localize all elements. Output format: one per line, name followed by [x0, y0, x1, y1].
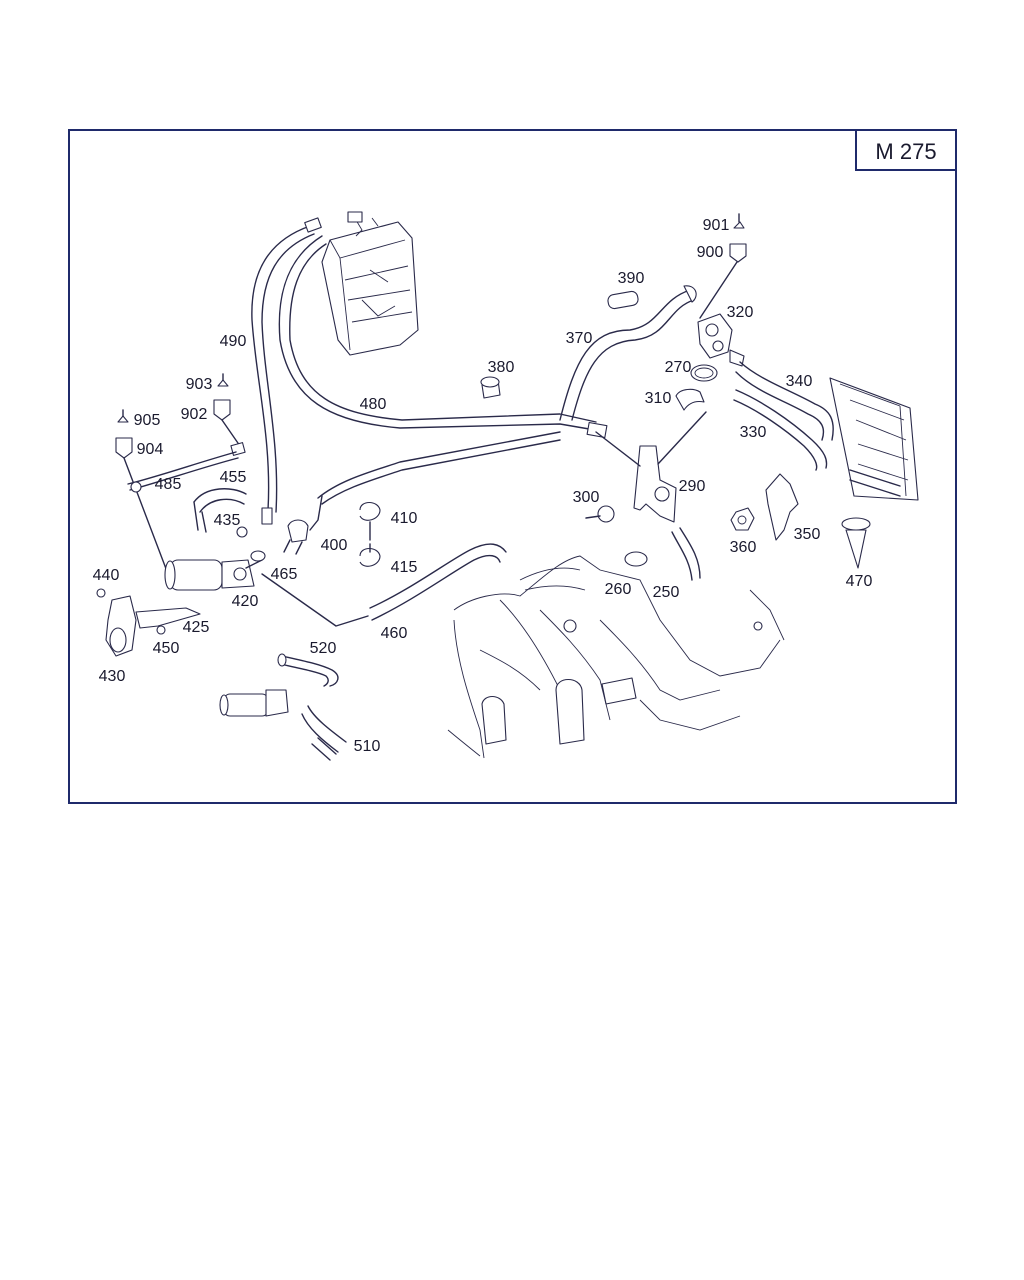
part-label: 310: [645, 390, 672, 407]
part-label: 340: [786, 373, 813, 390]
part-400-elbow: [283, 495, 323, 555]
part-430-bracket: [105, 595, 137, 657]
part-label: 390: [618, 270, 645, 287]
part-labels: 901 900 390 320 370 490 270 380 340 903 …: [93, 217, 873, 755]
part-label: 270: [665, 359, 692, 376]
part-410-clip: [359, 501, 381, 541]
part-label: 330: [740, 424, 767, 441]
part-label: 450: [153, 640, 180, 657]
symbol-904: [115, 437, 169, 575]
part-label: 260: [605, 581, 632, 598]
symbol-905: [117, 409, 129, 423]
hose-370-drawing: [559, 285, 697, 421]
part-label: 455: [220, 469, 247, 486]
hose-340-drawing: [735, 361, 834, 441]
part-450-screw: [156, 625, 166, 635]
part-label: 510: [354, 738, 381, 755]
part-380-plug: [480, 376, 501, 399]
part-465-clamp: [250, 550, 266, 562]
part-260-clamp: [624, 551, 648, 567]
part-470-grommet: [841, 517, 871, 569]
hose-490-drawing: [251, 217, 322, 525]
part-label: 320: [727, 304, 754, 321]
hose-330-drawing: [733, 389, 901, 497]
part-label: 465: [271, 566, 298, 583]
hose-480-drawing: [278, 235, 608, 439]
hose-250-drawing: [671, 527, 701, 581]
part-label: 905: [134, 412, 161, 429]
part-label: 485: [155, 476, 182, 493]
part-435-clamp: [236, 526, 248, 538]
part-290-bracket: [595, 411, 707, 523]
part-270-clamp: [690, 364, 718, 382]
part-415-clip: [359, 543, 381, 567]
engine-block-drawing: [447, 555, 785, 759]
symbol-901: [733, 213, 745, 229]
coolant-reservoir-drawing: [321, 211, 419, 356]
part-label: 470: [846, 573, 873, 590]
part-label: 420: [232, 593, 259, 610]
part-label: 360: [730, 539, 757, 556]
part-label: 400: [321, 537, 348, 554]
part-label: 425: [183, 619, 210, 636]
group-code-box: M 275: [855, 130, 956, 171]
part-310-elbow: [675, 388, 705, 411]
part-300-bolt: [585, 505, 615, 523]
part-label: 435: [214, 512, 241, 529]
part-label: 440: [93, 567, 120, 584]
part-label: 904: [137, 441, 164, 458]
part-360-nut: [730, 507, 755, 531]
part-label: 901: [703, 217, 730, 234]
part-label: 903: [186, 376, 213, 393]
part-label: 410: [391, 510, 418, 527]
part-label: 300: [573, 489, 600, 506]
part-390-sleeve: [607, 290, 639, 310]
part-350-clip: [765, 473, 799, 541]
hose-460-drawing: [261, 431, 561, 627]
part-label: 520: [310, 640, 337, 657]
symbol-900: [699, 243, 747, 319]
part-label: 380: [488, 359, 515, 376]
part-label: 900: [697, 244, 724, 261]
hose-455-drawing: [193, 488, 247, 533]
part-320-valve: [697, 313, 745, 367]
part-label: 290: [679, 478, 706, 495]
part-440-nut: [96, 588, 106, 598]
part-420-pump: [164, 559, 263, 591]
part-label: 350: [794, 526, 821, 543]
part-label: 490: [220, 333, 247, 350]
heater-core-drawing: [829, 377, 919, 501]
symbol-903: [217, 373, 229, 387]
part-425-bracket: [135, 607, 201, 629]
part-label: 480: [360, 396, 387, 413]
part-510-assembly: [219, 689, 347, 761]
part-label: 370: [566, 330, 593, 347]
part-label: 415: [391, 559, 418, 576]
part-label: 902: [181, 406, 208, 423]
diagram-border: [68, 129, 957, 804]
part-label: 250: [653, 584, 680, 601]
group-code-label: M 275: [875, 139, 936, 164]
part-label: 460: [381, 625, 408, 642]
part-485-cable: [127, 451, 239, 493]
part-label: 430: [99, 668, 126, 685]
hose-520-drawing: [277, 653, 339, 687]
symbol-902: [213, 399, 246, 456]
